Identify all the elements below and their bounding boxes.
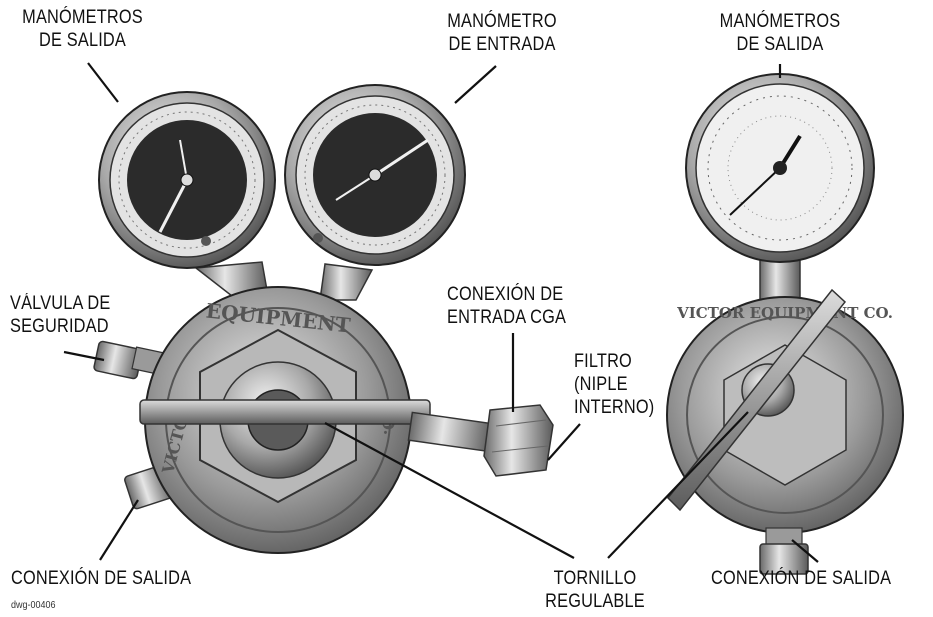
- right-regulator: VICTOR EQUIPMENT CO.: [666, 73, 904, 575]
- leader-safety-valve: [63, 350, 105, 362]
- label-safety-valve: VÁLVULA DE SEGURIDAD: [10, 293, 111, 337]
- leader-outlet-gauges-left: [87, 62, 119, 103]
- outlet-gauge-right: [685, 73, 875, 263]
- leader-adjusting-screw-right: [607, 411, 749, 559]
- leader-outlet-connection-right: [791, 539, 819, 563]
- label-adjusting-screw: TORNILLO REGULABLE: [545, 568, 645, 612]
- label-filter: FILTRO (NIPLE INTERNO): [574, 351, 655, 418]
- inlet-gauge: [284, 84, 466, 266]
- label-outlet-connection-right: CONEXIÓN DE SALIDA: [711, 568, 892, 589]
- leader-lines: [63, 62, 819, 563]
- leader-outlet-connection-left: [99, 499, 139, 561]
- drawing-number: dwg-00406: [11, 600, 56, 611]
- label-cga-inlet: CONEXIÓN DE ENTRADA CGA: [447, 284, 567, 328]
- stamp-right: VICTOR EQUIPMENT CO.: [676, 304, 893, 322]
- label-outlet-gauges-left: MANÓMETROS DE SALIDA: [22, 7, 143, 51]
- outlet-connection-right: [759, 527, 809, 575]
- label-inlet-gauge: MANÓMETRO DE ENTRADA: [447, 11, 557, 55]
- outlet-gauge-left: [98, 91, 276, 269]
- adjusting-screw-handle-left: [139, 399, 431, 425]
- inlet-gauge-stem: [319, 263, 374, 301]
- left-regulator: EQUIPMENT VICTOR CO.: [93, 84, 554, 554]
- filter-nut: [483, 404, 554, 477]
- label-outlet-gauges-right: MANÓMETROS DE SALIDA: [719, 11, 841, 55]
- leader-inlet-gauge: [454, 65, 497, 104]
- leader-adjusting-screw-left: [324, 422, 575, 559]
- adjusting-screw-handle-right: [666, 288, 847, 512]
- leader-filter: [547, 423, 581, 461]
- cga-inlet-connection: [407, 404, 554, 477]
- label-outlet-connection-left: CONEXIÓN DE SALIDA: [11, 568, 192, 589]
